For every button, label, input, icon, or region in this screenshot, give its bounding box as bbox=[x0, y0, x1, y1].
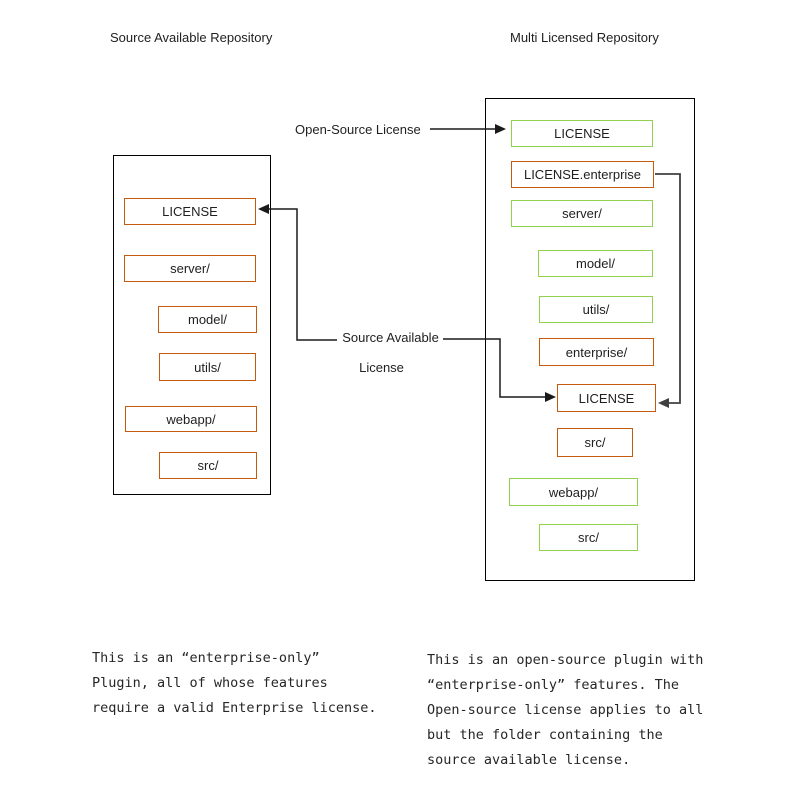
left-repo-title: Source Available Repository bbox=[110, 30, 273, 45]
caption-line: This is an open-source plugin with bbox=[427, 652, 704, 668]
left-folder-box-model: model/ bbox=[158, 306, 257, 333]
open-source-license-label: Open-Source License bbox=[295, 122, 421, 137]
caption-line: This is an “enterprise-only” bbox=[92, 650, 320, 666]
right-folder-box-webapp: webapp/ bbox=[509, 478, 638, 506]
right-file-box-license-enterprise: LICENSE.enterprise bbox=[511, 161, 654, 188]
right-folder-box-server: server/ bbox=[511, 200, 653, 227]
right-folder-box-utils: utils/ bbox=[539, 296, 653, 323]
right-file-box-license-root: LICENSE bbox=[511, 120, 653, 147]
caption-line: “enterprise-only” features. The bbox=[427, 677, 679, 693]
right-inner-file-box-license: LICENSE bbox=[557, 384, 656, 412]
caption-line: Open-source license applies to all bbox=[427, 702, 704, 718]
right-folder-box-enterprise: enterprise/ bbox=[539, 338, 654, 366]
left-repo-caption: This is an “enterprise-only” Plugin, all… bbox=[92, 646, 376, 721]
caption-line: Plugin, all of whose features bbox=[92, 675, 328, 691]
left-folder-box-server: server/ bbox=[124, 255, 256, 282]
caption-line: but the folder containing the bbox=[427, 727, 663, 743]
right-folder-box-src: src/ bbox=[539, 524, 638, 551]
left-file-box-license: LICENSE bbox=[124, 198, 256, 225]
caption-line: source available license. bbox=[427, 752, 631, 768]
right-repo-caption: This is an open-source plugin with “ente… bbox=[427, 648, 703, 773]
right-inner-folder-box-src: src/ bbox=[557, 428, 633, 457]
left-folder-box-src: src/ bbox=[159, 452, 257, 479]
source-available-label-line2: License bbox=[359, 360, 404, 375]
caption-line: require a valid Enterprise license. bbox=[92, 700, 377, 716]
right-repo-title: Multi Licensed Repository bbox=[510, 30, 659, 45]
right-folder-box-model: model/ bbox=[538, 250, 653, 277]
source-available-label-line1: Source Available bbox=[342, 330, 439, 345]
left-folder-box-webapp: webapp/ bbox=[125, 406, 257, 432]
left-folder-box-utils: utils/ bbox=[159, 353, 256, 381]
